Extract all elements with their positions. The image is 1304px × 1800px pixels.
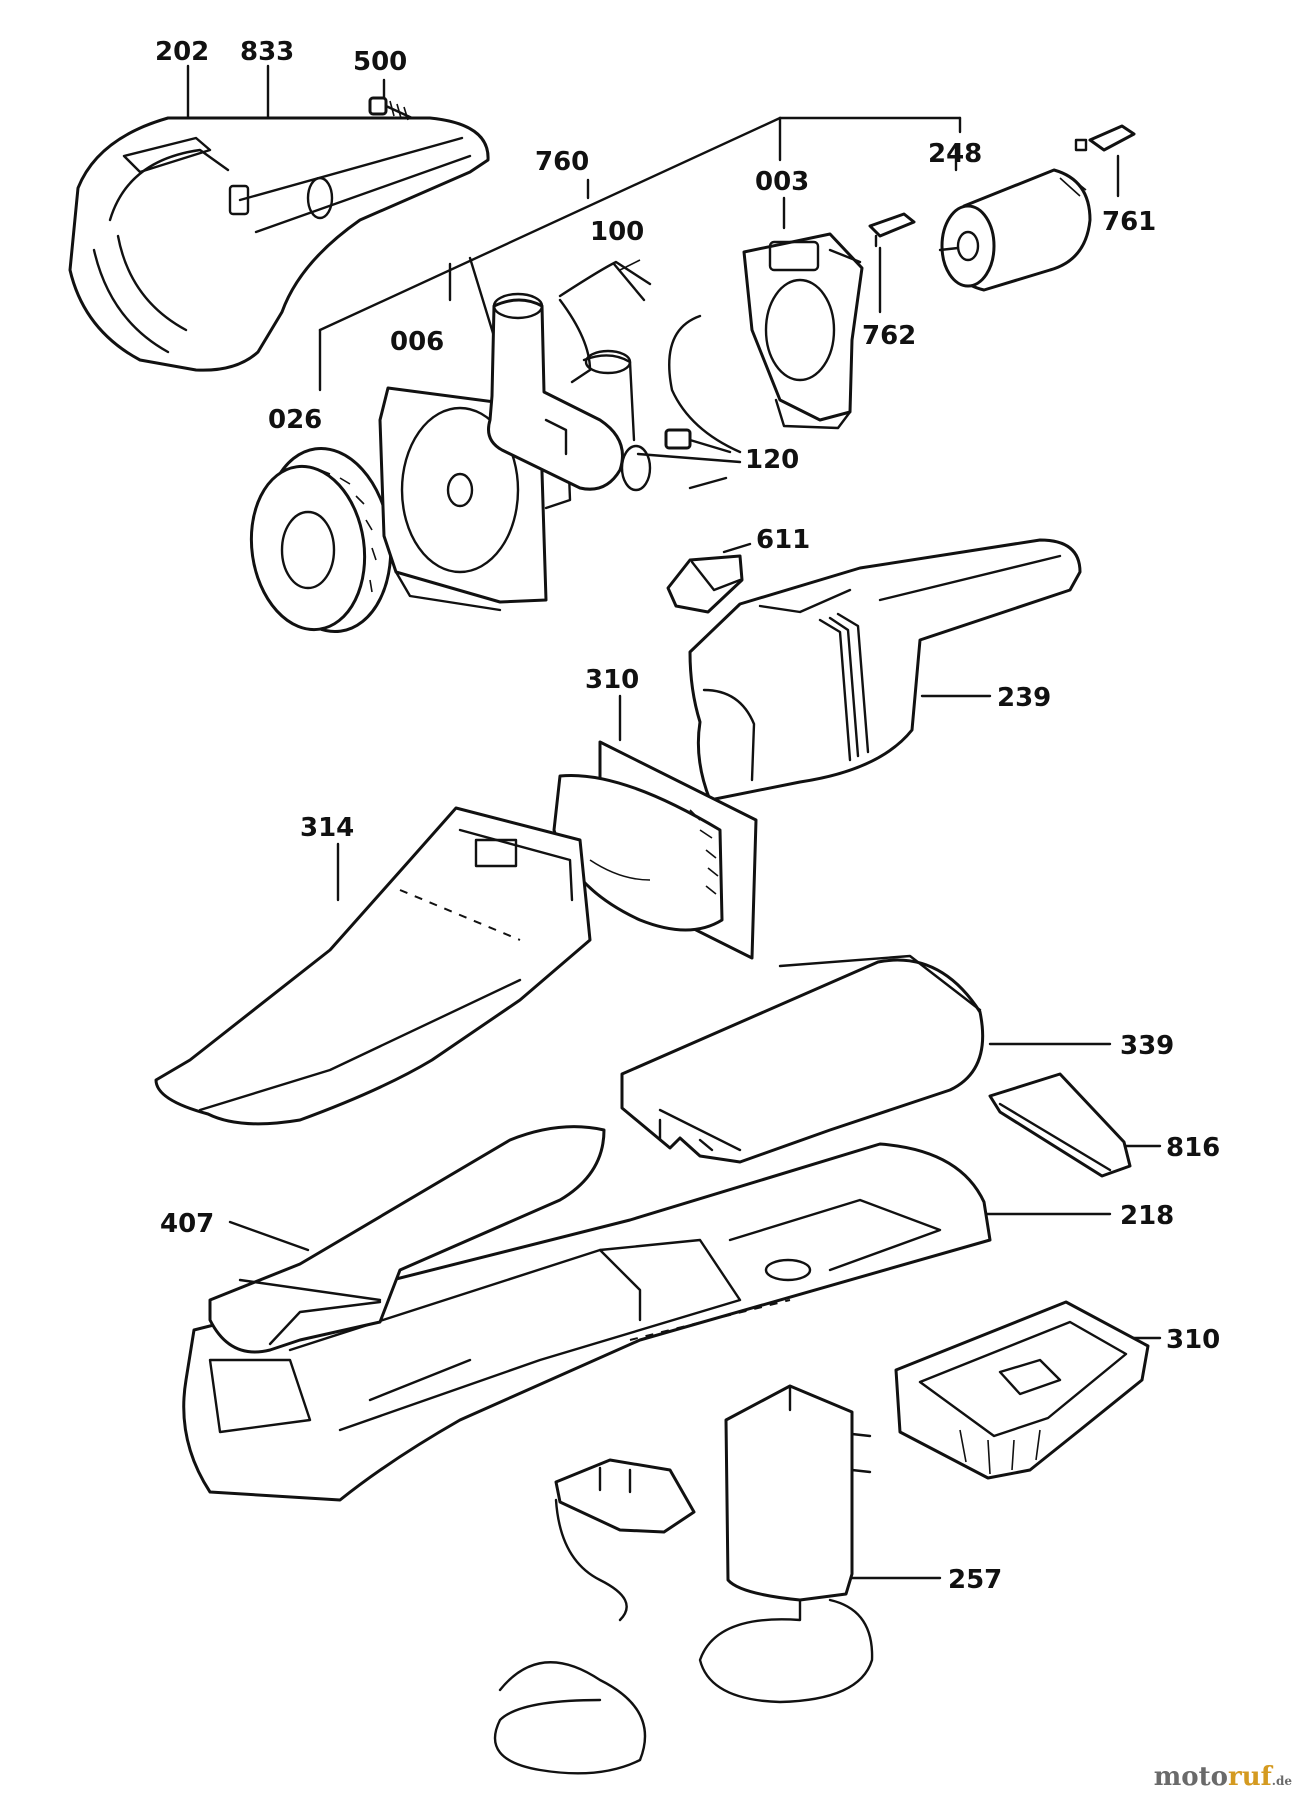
- part-charger-base: [554, 1458, 696, 1534]
- watermark-main: moto: [1153, 1762, 1228, 1792]
- part-762-clip: [868, 212, 916, 248]
- leader-lines: [186, 64, 1162, 1580]
- part-257-adapter: [724, 1384, 872, 1602]
- label-202: 202: [155, 37, 209, 67]
- watermark-logo: motoruf.de: [1154, 1762, 1292, 1792]
- part-310-filter: [552, 740, 758, 960]
- label-833: 833: [240, 37, 294, 67]
- part-218-base: [182, 1142, 992, 1502]
- label-611: 611: [756, 525, 810, 555]
- part-248-motor: [938, 168, 1092, 292]
- label-257: 257: [948, 1565, 1002, 1595]
- part-120-wire: [664, 314, 742, 490]
- label-248: 248: [928, 139, 982, 169]
- label-500: 500: [353, 47, 407, 77]
- part-500-screw: [368, 96, 414, 121]
- label-761: 761: [1102, 207, 1156, 237]
- part-labels: 202 833 500 760 003 248 761 100 006 762 …: [155, 37, 1220, 1595]
- part-026-fan: [249, 446, 393, 634]
- label-239: 239: [997, 683, 1051, 713]
- label-310-filter: 310: [585, 665, 639, 695]
- part-816-filter-strip: [988, 1072, 1132, 1178]
- label-218: 218: [1120, 1201, 1174, 1231]
- watermark-accent: ruf: [1228, 1762, 1272, 1792]
- part-314-dust-bowl: [154, 806, 592, 1126]
- label-100: 100: [590, 217, 644, 247]
- label-026: 026: [268, 405, 322, 435]
- part-100-wires: [558, 259, 652, 384]
- part-407-nozzle: [208, 1125, 606, 1354]
- part-339-lid: [620, 954, 985, 1164]
- label-816: 816: [1166, 1133, 1220, 1163]
- charger-cord: [493, 1498, 874, 1775]
- part-003-brush-holder: [742, 232, 864, 430]
- part-310-tray: [894, 1300, 1150, 1480]
- label-006: 006: [390, 327, 444, 357]
- label-310-tray: 310: [1166, 1325, 1220, 1355]
- label-120: 120: [745, 445, 799, 475]
- part-239-handle: [688, 538, 1082, 802]
- watermark-tld: .de: [1271, 1774, 1292, 1788]
- part-761-terminal: [1074, 124, 1136, 152]
- part-611-switch: [666, 554, 744, 614]
- label-003: 003: [755, 167, 809, 197]
- label-339: 339: [1120, 1031, 1174, 1061]
- label-407: 407: [160, 1209, 214, 1239]
- label-314: 314: [300, 813, 354, 843]
- label-760: 760: [535, 147, 589, 177]
- label-762: 762: [862, 321, 916, 351]
- part-202-housing: [68, 116, 490, 372]
